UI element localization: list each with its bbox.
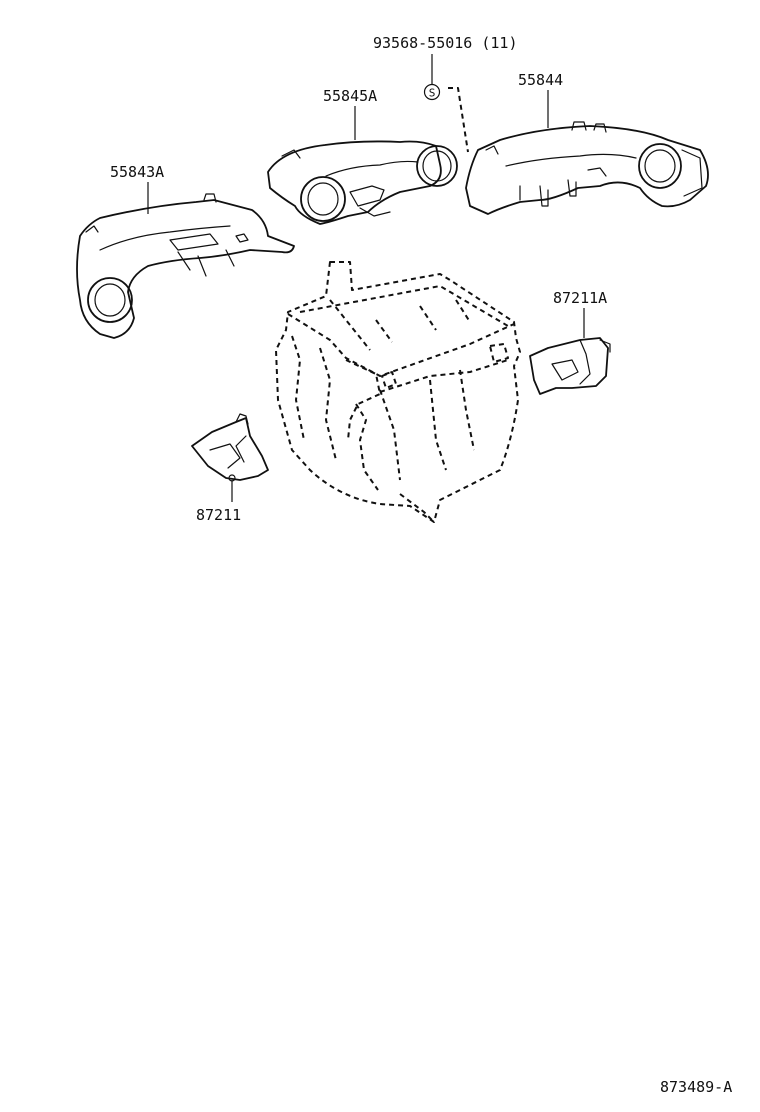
part-label-55844: 55844 (518, 71, 563, 89)
duct-87211A (529, 308, 611, 395)
figure-code: 873489-A (660, 1078, 732, 1096)
duct-55843A (76, 182, 295, 339)
part-label-87211: 87211 (196, 506, 241, 524)
screw-symbol-letter: S (429, 87, 436, 100)
part-label-screw: 93568-55016 (11) (373, 34, 518, 52)
duct-87211 (191, 413, 269, 502)
heater-unit-outline (275, 261, 521, 523)
part-label-55845A: 55845A (323, 87, 377, 105)
part-label-55843A: 55843A (110, 163, 164, 181)
duct-55845A (267, 106, 458, 225)
duct-55844 (465, 90, 709, 215)
part-label-87211A: 87211A (553, 289, 607, 307)
screw-symbol: S (423, 54, 469, 153)
